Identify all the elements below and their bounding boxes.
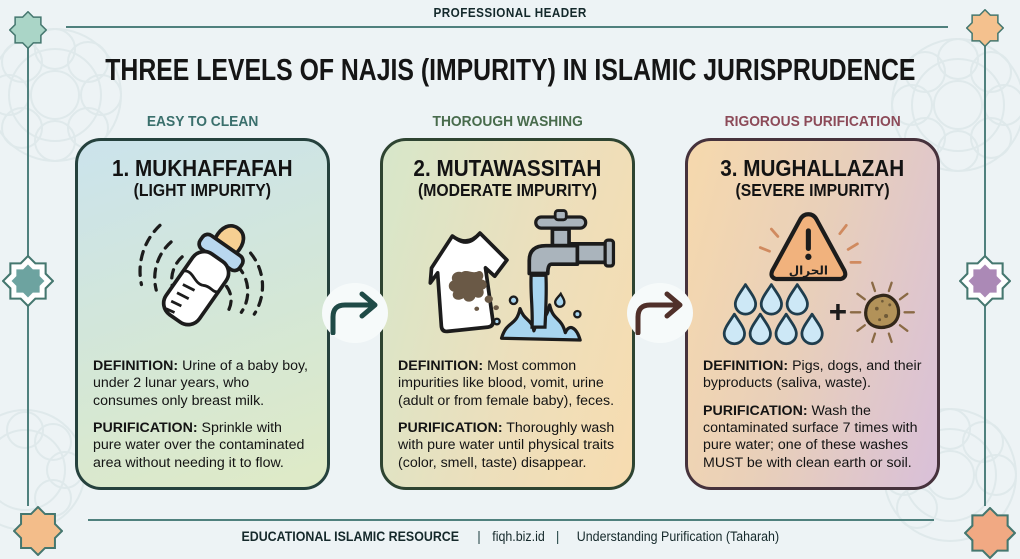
water-stream [528, 273, 548, 329]
card-subtitle: (LIGHT IMPURITY) [133, 180, 272, 201]
card-mutawassitah: 2. MUTAWASSITAH (MODERATE IMPURITY) [380, 138, 635, 490]
definition-text: Most common impurities like blood, vomit… [398, 358, 615, 409]
card-title: 3. MUGHALLAZAH [720, 155, 905, 181]
purification-text: Thoroughly wash with pure water until ph… [398, 420, 615, 471]
footer: EDUCATIONAL ISLAMIC RESOURCE | fiqh.biz.id… [0, 529, 1020, 544]
drop-icon [774, 312, 798, 346]
card-body-text: DEFINITION: Urine of a baby boy, under 2… [78, 354, 327, 482]
professional-header-kicker: PROFESSIONAL HEADER [0, 5, 1020, 20]
stain-blob [448, 271, 487, 302]
page-title: THREE LEVELS OF NAJIS (IMPURITY) IN ISLA… [0, 52, 1020, 88]
card-icon-area [383, 204, 632, 354]
footer-site-label: fiqh.biz.id [492, 529, 545, 544]
definition-label: DEFINITION: [703, 358, 789, 375]
card-icon-area: الحرال + [688, 204, 937, 354]
drop-icon [785, 283, 809, 316]
definition-text: Pigs, dogs, and their byproducts (saliva… [703, 358, 922, 392]
bottle-nipple [213, 224, 246, 256]
purification-text: Wash the contaminated surface 7 times wi… [703, 402, 918, 471]
card-body-text: DEFINITION: Most common impurities like … [383, 354, 632, 482]
drop-icon [722, 312, 746, 346]
faucet-spout [526, 243, 579, 276]
left-frame-line-lower [27, 306, 29, 506]
left-frame-line-upper [27, 48, 29, 256]
footer-separator: | [555, 529, 560, 544]
purification-label: PURIFICATION: [398, 420, 503, 437]
column-tag-text: RIGOROUS PURIFICATION [724, 113, 901, 130]
milk-line [184, 269, 218, 294]
drop-icon [748, 312, 772, 346]
card-mughallazah: 3. MUGHALLAZAH (SEVERE IMPURITY) الحرال [685, 138, 940, 490]
purification-paragraph: PURIFICATION: Thoroughly wash with pure … [398, 420, 617, 472]
bottle-ticks [165, 283, 196, 314]
card-subtitle: (SEVERE IMPURITY) [735, 180, 890, 201]
drop-icon [759, 283, 783, 316]
star-ornament-mid-right-icon [959, 255, 1011, 307]
card-title: 1. MUKHAFFAFAH [112, 155, 293, 181]
page-title-text: THREE LEVELS OF NAJIS (IMPURITY) IN ISLA… [104, 52, 916, 87]
earth-soil-icon [849, 281, 915, 344]
footer-resource-label: EDUCATIONAL ISLAMIC RESOURCE [241, 529, 459, 544]
purification-label: PURIFICATION: [703, 402, 808, 419]
card-title: 2. MUTAWASSITAH [413, 155, 602, 181]
purification-paragraph: PURIFICATION: Wash the contaminated surf… [703, 403, 922, 472]
t-shirt-icon [427, 231, 509, 334]
faucet-icon [526, 209, 615, 329]
purification-label: PURIFICATION: [93, 420, 198, 437]
warning-water-earth-icon: الحرال + [722, 212, 915, 346]
baby-bottle-icon [138, 223, 265, 327]
warning-arabic-text: الحرال [788, 264, 827, 278]
card-subtitle: (MODERATE IMPURITY) [417, 180, 598, 201]
definition-label: DEFINITION: [93, 358, 179, 375]
card-icon-area [78, 204, 327, 354]
soil-rays [849, 281, 915, 344]
bottom-frame-line [88, 519, 934, 521]
definition-paragraph: DEFINITION: Urine of a baby boy, under 2… [93, 358, 312, 410]
definition-paragraph: DEFINITION: Most common impurities like … [398, 358, 617, 410]
column-tag-thorough-washing: THOROUGH WASHING [380, 113, 635, 130]
drop-icon [733, 283, 757, 316]
purification-paragraph: PURIFICATION: Sprinkle with pure water o… [93, 420, 312, 472]
definition-paragraph: DEFINITION: Pigs, dogs, and their byprod… [703, 358, 922, 393]
flow-arrow-icon [635, 291, 683, 335]
star-ornament-mid-left-icon [2, 255, 54, 307]
column-tag-easy-to-clean: EASY TO CLEAN [75, 113, 330, 130]
definition-text: Urine of a baby boy, under 2 lunar years… [93, 358, 308, 409]
definition-label: DEFINITION: [398, 358, 484, 375]
kicker-text: PROFESSIONAL HEADER [433, 5, 587, 20]
card-mukhaffafah: 1. MUKHAFFAFAH (LIGHT IMPURITY) [75, 138, 330, 490]
top-frame-line [66, 26, 948, 28]
warning-rays [758, 224, 862, 264]
column-tag-rigorous-purification: RIGOROUS PURIFICATION [685, 113, 940, 130]
card-body-text: DEFINITION: Pigs, dogs, and their byprod… [688, 354, 937, 482]
warning-triangle-icon: الحرال [768, 212, 847, 282]
right-frame-line-lower [984, 306, 986, 506]
footer-topic-label: Understanding Purification (Taharah) [577, 529, 780, 544]
purification-text: Sprinkle with pure water over the contam… [93, 420, 305, 471]
water-drops-icon [722, 283, 824, 346]
right-frame-line-upper [984, 46, 986, 256]
plus-sign: + [828, 295, 846, 330]
stained-shirt-faucet-icon [427, 209, 615, 342]
footer-separator: | [477, 529, 481, 544]
column-tag-text: THOROUGH WASHING [432, 113, 583, 130]
flow-arrow-icon [330, 291, 378, 335]
drop-icon [800, 312, 824, 346]
column-tag-text: EASY TO CLEAN [146, 113, 259, 130]
